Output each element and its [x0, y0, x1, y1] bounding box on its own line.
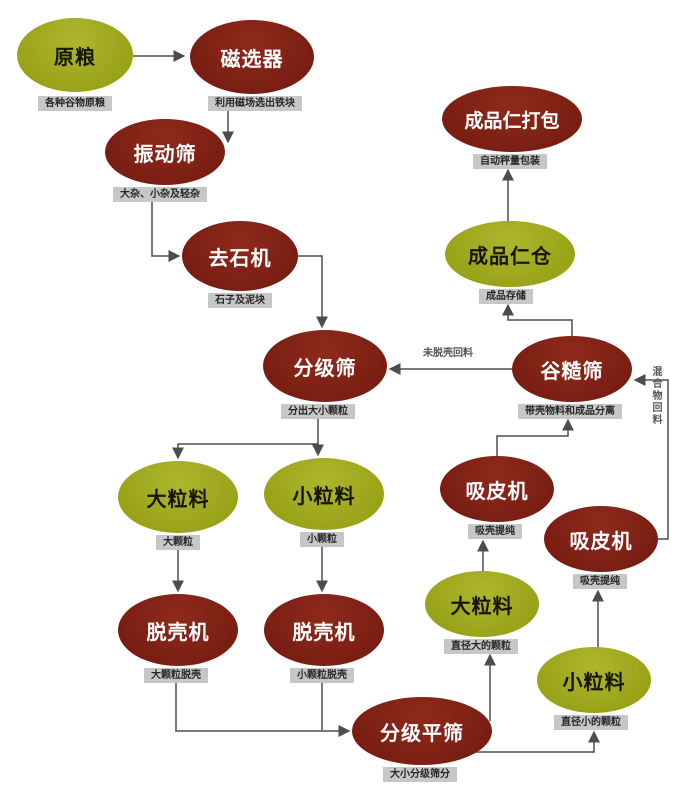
node-destoner: 去石机: [182, 221, 298, 291]
node-large-material-1-caption: 大颗粒: [156, 535, 200, 550]
node-husk-aspirator-1: 吸皮机: [440, 456, 554, 522]
edge-husk-aspirator-1-paddy-separator: [496, 418, 574, 456]
node-vibrating-screen-caption: 大杂、小杂及轻杂: [113, 187, 207, 202]
node-large-material-1-label: 大粒料: [146, 486, 210, 511]
node-paddy-separator-caption: 带壳物料和成品分离: [518, 404, 622, 419]
node-small-material-1-caption: 小颗粒: [300, 532, 344, 547]
node-paddy-separator: 谷糙筛: [512, 336, 632, 402]
node-large-material-2: 大粒料: [425, 571, 539, 637]
edge-destoner-grading-screen: [298, 255, 328, 329]
node-small-material-2-caption: 直径小的颗粒: [554, 715, 628, 730]
node-finished-kernel-bin: 成品仁仓: [445, 221, 575, 287]
node-husker-small-caption: 小颗粒脱壳: [290, 668, 354, 683]
node-finished-kernel-packing: 成品仁打包: [442, 86, 582, 152]
node-small-material-1: 小粒料: [264, 458, 384, 530]
node-grading-screen: 分级筛: [263, 330, 387, 402]
node-small-material-2: 小粒料: [537, 647, 651, 713]
edge-husker-large-grading-flat-sieve: [175, 682, 351, 737]
node-large-material-1: 大粒料: [118, 461, 238, 533]
node-magnetic-separator: 磁选器: [190, 20, 314, 94]
node-husker-large-caption: 大颗粒脱壳: [144, 668, 208, 683]
node-small-material-1-label: 小粒料: [292, 483, 356, 508]
edge-grading-screen-large-material-1: [172, 443, 318, 460]
node-small-material-2-label: 小粒料: [562, 669, 626, 694]
node-grading-flat-sieve-caption: 大小分级筛分: [383, 767, 457, 782]
node-raw-grain-caption: 各种谷物原粮: [38, 96, 112, 111]
node-finished-kernel-bin-label: 成品仁仓: [468, 243, 552, 268]
node-husker-small-label: 脱壳机: [292, 619, 356, 644]
node-grading-screen-label: 分级筛: [293, 355, 357, 380]
node-vibrating-screen: 振动筛: [105, 119, 225, 185]
edge-label-unhusked-return: 未脱壳回料: [423, 348, 473, 359]
node-grading-screen-caption: 分出大小颗粒: [281, 404, 355, 419]
node-raw-grain-label: 原粮: [54, 44, 96, 69]
edge-label-mixture-return: 混合物回料: [650, 366, 661, 426]
node-husk-aspirator-2: 吸皮机: [544, 506, 658, 572]
node-finished-kernel-packing-label: 成品仁打包: [464, 109, 560, 132]
node-husker-large-label: 脱壳机: [146, 619, 210, 644]
node-husk-aspirator-1-label: 吸皮机: [465, 478, 529, 503]
node-large-material-2-caption: 直径大的颗粒: [444, 639, 518, 654]
node-husker-large: 脱壳机: [118, 594, 238, 666]
node-husk-aspirator-2-caption: 吸壳提纯: [573, 574, 627, 589]
node-magnetic-separator-label: 磁选器: [220, 46, 284, 71]
edge-paddy-separator-finished-kernel-bin: [502, 303, 573, 336]
node-grading-flat-sieve: 分级平筛: [352, 697, 492, 765]
node-husker-small: 脱壳机: [264, 594, 384, 666]
node-destoner-label: 去石机: [208, 245, 272, 270]
node-raw-grain: 原粮: [17, 18, 133, 92]
node-finished-kernel-bin-caption: 成品存储: [479, 289, 533, 304]
edge-vibrating-screen-destoner: [151, 201, 181, 262]
node-large-material-2-label: 大粒料: [450, 593, 514, 618]
node-paddy-separator-label: 谷糙筛: [540, 358, 604, 383]
node-husk-aspirator-1-caption: 吸壳提纯: [468, 524, 522, 539]
node-vibrating-screen-label: 振动筛: [133, 141, 197, 166]
node-grading-flat-sieve-label: 分级平筛: [380, 720, 464, 745]
node-magnetic-separator-caption: 利用磁场选出铁块: [208, 96, 302, 111]
node-finished-kernel-packing-caption: 自动秤量包装: [473, 154, 547, 169]
node-destoner-caption: 石子及泥块: [208, 293, 272, 308]
node-husk-aspirator-2-label: 吸皮机: [569, 528, 633, 553]
